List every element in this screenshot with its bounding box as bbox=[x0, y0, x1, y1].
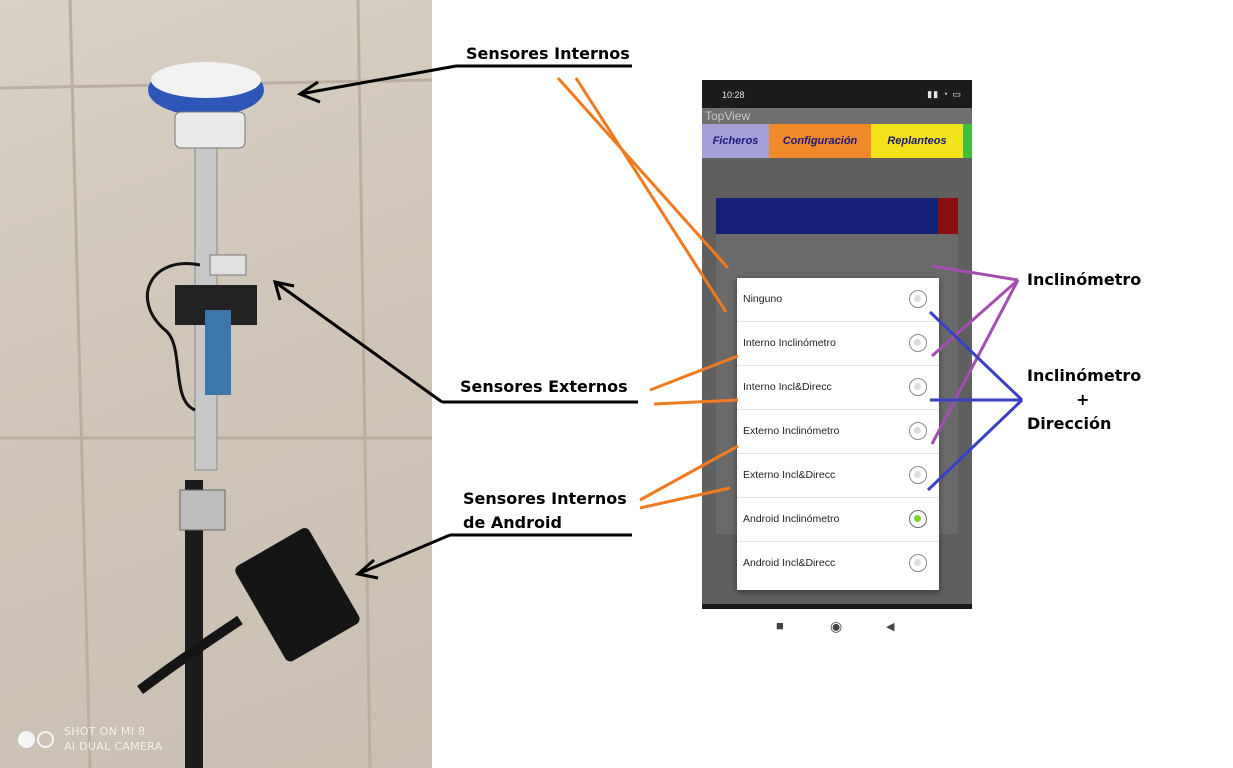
option-label: Android Inclinómetro bbox=[743, 513, 840, 525]
option-ninguno[interactable]: Ninguno bbox=[737, 278, 939, 322]
radio-button-icon[interactable] bbox=[909, 466, 927, 484]
label-sensores-externos: Sensores Externos bbox=[460, 377, 628, 396]
label-sensores-internos: Sensores Internos bbox=[466, 44, 630, 63]
watermark-line1: SHOT ON MI 8 bbox=[64, 725, 146, 738]
status-time: 10:28 bbox=[722, 90, 745, 100]
phone-holder bbox=[235, 528, 360, 662]
equipment-illustration bbox=[0, 0, 432, 768]
background-panel-red bbox=[938, 198, 958, 234]
radio-button-selected-icon[interactable] bbox=[909, 510, 927, 528]
sensor-selection-dialog: Ninguno Interno Inclinómetro Interno Inc… bbox=[737, 278, 939, 590]
watermark-ring-icon bbox=[37, 730, 54, 748]
label-inclinometro-direccion-plus: + bbox=[1076, 390, 1090, 409]
app-bar: TopView bbox=[702, 108, 972, 124]
option-label: Ninguno bbox=[743, 293, 783, 305]
option-android-incl-direcc[interactable]: Android Incl&Direcc bbox=[737, 542, 939, 586]
phone-screen: 10:28 ▮▮ ◔ ▭ TopView Ficheros Configurac… bbox=[702, 80, 972, 608]
nav-back-icon[interactable]: ◀ bbox=[886, 621, 895, 633]
option-label: Android Incl&Direcc bbox=[743, 557, 836, 569]
camera-watermark: SHOT ON MI 8 AI DUAL CAMERA bbox=[18, 724, 163, 754]
app-content: Ninguno Interno Inclinómetro Interno Inc… bbox=[702, 158, 972, 608]
label-inclinometro-direccion-2: Dirección bbox=[1027, 414, 1112, 433]
label-sensores-android-2: de Android bbox=[463, 513, 562, 532]
option-label: Externo Incl&Direcc bbox=[743, 469, 836, 481]
radio-button-icon[interactable] bbox=[909, 290, 927, 308]
tab-bar: Ficheros Configuración Replanteos bbox=[702, 124, 972, 158]
status-bar: 10:28 ▮▮ ◔ ▭ bbox=[702, 80, 972, 108]
option-label: Interno Inclinómetro bbox=[743, 337, 836, 349]
option-label: Externo Inclinómetro bbox=[743, 425, 840, 437]
nav-recents-icon[interactable]: ■ bbox=[776, 618, 784, 633]
label-sensores-android-1: Sensores Internos bbox=[463, 489, 627, 508]
pole-clamp bbox=[179, 489, 226, 531]
option-interno-incl-direcc[interactable]: Interno Incl&Direcc bbox=[737, 366, 939, 410]
option-externo-inclinometro[interactable]: Externo Inclinómetro bbox=[737, 410, 939, 454]
option-interno-inclinometro[interactable]: Interno Inclinómetro bbox=[737, 322, 939, 366]
background-panel bbox=[716, 198, 958, 234]
radio-button-icon[interactable] bbox=[909, 554, 927, 572]
phone-bottom-edge bbox=[702, 604, 972, 609]
option-label: Interno Incl&Direcc bbox=[743, 381, 832, 393]
equipment-photo: SHOT ON MI 8 AI DUAL CAMERA bbox=[0, 0, 432, 768]
pole-lower bbox=[185, 480, 203, 768]
app-title: TopView bbox=[705, 109, 751, 123]
label-inclinometro: Inclinómetro bbox=[1027, 270, 1142, 289]
label-inclinometro-direccion-1: Inclinómetro bbox=[1027, 366, 1142, 385]
radio-button-icon[interactable] bbox=[909, 422, 927, 440]
radio-button-icon[interactable] bbox=[909, 334, 927, 352]
tab-replanteos[interactable]: Replanteos bbox=[871, 124, 963, 158]
radio-button-icon[interactable] bbox=[909, 378, 927, 396]
tab-configuracion[interactable]: Configuración bbox=[769, 124, 871, 158]
status-icons: ▮▮ ◔ ▭ bbox=[927, 89, 962, 99]
watermark-dot-icon bbox=[18, 730, 35, 748]
option-android-inclinometro[interactable]: Android Inclinómetro bbox=[737, 498, 939, 542]
nav-home-icon[interactable]: ◉ bbox=[830, 618, 843, 634]
tab-overflow[interactable] bbox=[963, 124, 972, 158]
tab-ficheros[interactable]: Ficheros bbox=[702, 124, 769, 158]
watermark-line2: AI DUAL CAMERA bbox=[64, 740, 163, 753]
option-externo-incl-direcc[interactable]: Externo Incl&Direcc bbox=[737, 454, 939, 498]
